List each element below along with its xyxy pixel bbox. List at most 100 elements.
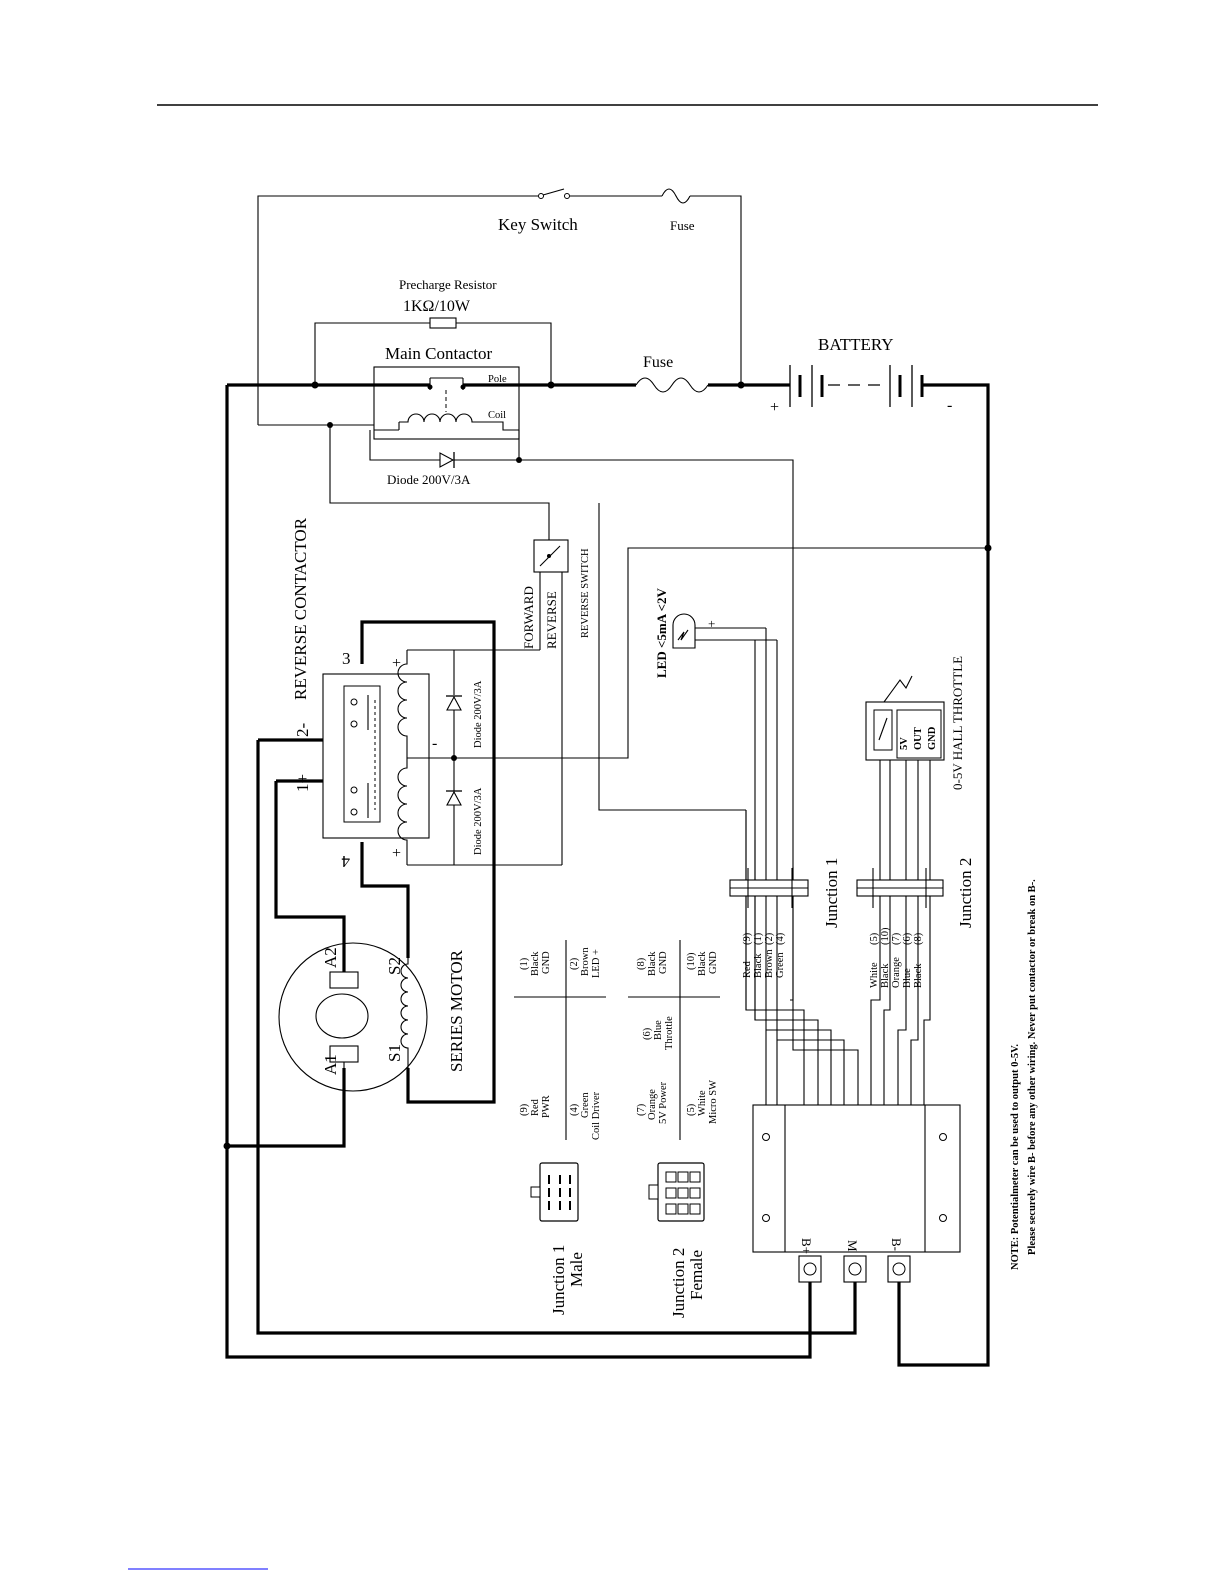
pin-num: (8) — [636, 957, 647, 970]
pin-func: 5V Power — [658, 1081, 669, 1124]
pin-func: Micro SW — [708, 1080, 719, 1124]
hall-throttle: 5V OUT GND 0-5V HALL THROTTLE — [865, 656, 965, 790]
j1-wire-num: (9) — [742, 932, 753, 945]
main-contactor-label: Main Contactor — [385, 344, 493, 363]
diode-main-label: Diode 200V/3A — [387, 472, 471, 487]
series-motor-label: SERIES MOTOR — [447, 949, 466, 1072]
battery-plus-label: + — [770, 399, 779, 416]
rc-minus: - — [432, 735, 437, 752]
rc-plus-bottom: + — [392, 845, 401, 862]
reverse-contactor-label: REVERSE CONTACTOR — [291, 517, 310, 700]
motor-a2-label: A2 — [321, 947, 340, 968]
precharge-title: Precharge Resistor — [399, 277, 497, 292]
pin-color: Blue — [653, 1020, 664, 1040]
main-contactor: Main Contactor Pole Coil — [373, 344, 520, 440]
pin-func: GND — [658, 951, 669, 974]
forward-label: FORWARD — [521, 586, 536, 649]
junction1-male-label-2: Male — [567, 1252, 586, 1287]
junction1-male-connector-icon — [530, 1162, 579, 1222]
junction2-connector: Junction 2 — [856, 858, 975, 928]
pin-num: (6) — [642, 1027, 653, 1040]
pin-num: (4) — [569, 1103, 580, 1116]
rc-terminal-3: 3 — [342, 649, 351, 668]
pin-func: Throttle — [664, 1016, 675, 1050]
note-line-2: Please securely wire B- before any other… — [1027, 879, 1038, 1255]
led-plus: + — [708, 616, 715, 631]
precharge-resistor: Precharge Resistor 1KΩ/10W — [314, 277, 552, 385]
j2-wire-num: (8) — [913, 932, 924, 945]
motor-a1-label: A1 — [321, 1054, 340, 1075]
junction2-female-label-2: Female — [687, 1250, 706, 1300]
battery: BATTERY + - — [770, 335, 952, 416]
pin-func: GND — [708, 951, 719, 974]
junction2-wire-labels: (5) (10) (7) (6) (8) White Black Orange … — [869, 927, 924, 988]
j2-wire-num: (5) — [869, 932, 880, 945]
throttle-gnd: GND — [927, 726, 938, 750]
fuse-main-label: Fuse — [643, 354, 673, 371]
pin-func: PWR — [541, 1095, 552, 1118]
pole-label: Pole — [488, 374, 507, 385]
rc-terminal-1: 1+ — [293, 774, 312, 792]
junction1-connector: Junction 1 — [729, 858, 841, 928]
battery-label: BATTERY — [818, 335, 894, 354]
j2-wire-color: Black — [913, 963, 924, 988]
rc-terminal-2: 2- — [293, 723, 312, 738]
j1-wire-color: Red — [742, 960, 753, 978]
pin-table-junction1: (1) Black GND (2) Brown LED + (9) Red PW… — [514, 940, 606, 1140]
j2-wire-num: (7) — [891, 932, 902, 945]
precharge-value: 1KΩ/10W — [403, 298, 471, 315]
terminal-bminus-label: B- — [889, 1238, 904, 1251]
reverse-label: REVERSE — [544, 591, 559, 649]
bminus-bus — [897, 383, 990, 1367]
j1-wire-num: (1) — [753, 932, 764, 945]
pin-color: Green — [580, 1092, 591, 1118]
motor-s2-label: S2 — [385, 957, 404, 975]
j1-wire-num: (2) — [764, 932, 775, 945]
pin-num: (2) — [569, 957, 580, 970]
rc-terminal-4: 4 — [341, 852, 350, 871]
pin-num: (5) — [686, 1103, 697, 1116]
terminal-bplus-label: B+ — [799, 1238, 814, 1254]
junction2-female-label-1: Junction 2 — [669, 1248, 688, 1318]
j1-wire-color: Green — [775, 952, 786, 978]
rc-diodes: Diode 200V/3A Diode 200V/3A — [407, 649, 484, 865]
j1-wire-color: Brown — [764, 949, 775, 978]
j1-wire-num: (4) — [775, 932, 786, 945]
fuse-top-label: Fuse — [670, 218, 695, 233]
j2-wire-color: Black — [880, 963, 891, 988]
hall-throttle-label: 0-5V HALL THROTTLE — [950, 656, 965, 790]
diode-rc-lower-label: Diode 200V/3A — [473, 787, 484, 855]
pin-color: Black — [647, 951, 658, 976]
resistor-symbol — [429, 317, 457, 329]
rc-plus-top: + — [392, 655, 401, 672]
junction2-female-connector-icon — [648, 1162, 705, 1222]
pin-color: White — [697, 1090, 708, 1116]
terminal-m-label: M — [845, 1240, 860, 1252]
series-motor: A2 A1 S2 S1 SERIES MOTOR — [278, 942, 466, 1092]
junction1-wire-labels: (9) (1) (2) (4) Red Black Brown Green — [742, 932, 786, 978]
reverse-switch: REVERSE SWITCH — [533, 539, 591, 865]
diode-rc-upper-label: Diode 200V/3A — [473, 680, 484, 748]
j2-wire-num: (6) — [902, 932, 913, 945]
pin-color: Brown — [580, 947, 591, 976]
pin-func: LED + — [591, 949, 602, 978]
pin-table-junction2: (8) Black GND (10) Black GND (6) Blue Th… — [628, 940, 720, 1140]
j2-wire-num: (10) — [880, 927, 891, 945]
pin-func: GND — [541, 951, 552, 974]
key-switch-label: Key Switch — [498, 215, 578, 234]
note-line-1: NOTE: Potentialmeter can be used to outp… — [1010, 1044, 1021, 1270]
key-switch-circuit: Key Switch Fuse — [257, 188, 742, 425]
pin-num: (7) — [636, 1103, 647, 1116]
led-indicator: + LED <5mA <2V — [654, 587, 778, 1105]
pin-color: Orange — [647, 1089, 658, 1120]
fuse-main-symbol — [635, 377, 709, 393]
pin-num: (10) — [686, 952, 697, 970]
led-label: LED <5mA <2V — [654, 587, 669, 678]
junction1-male-label-1: Junction 1 — [549, 1245, 568, 1315]
j2-wire-color: Blue — [902, 968, 913, 988]
j1-wire-color: Black — [753, 953, 764, 978]
motor-s1-label: S1 — [385, 1044, 404, 1062]
pin-color: Black — [697, 951, 708, 976]
reverse-contactor: REVERSE CONTACTOR + - + 3 4 2- 1+ — [291, 517, 437, 871]
